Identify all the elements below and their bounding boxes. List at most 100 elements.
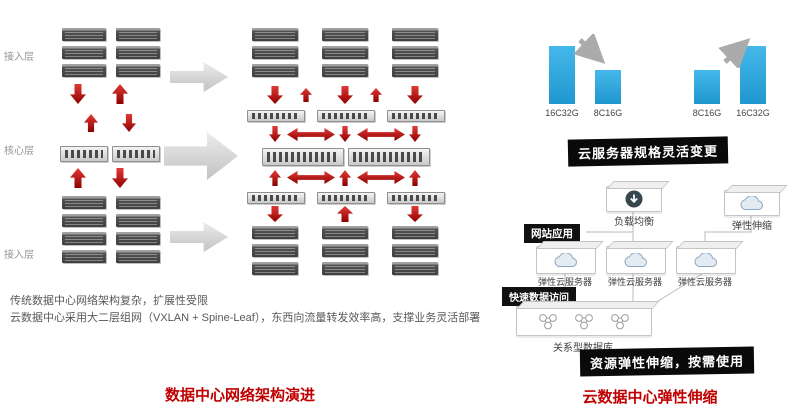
evolution-arrow-icon: [170, 222, 228, 252]
server-icon: [252, 64, 298, 77]
server-rack-grid: [62, 196, 160, 263]
red-arrow-down-icon: [267, 86, 283, 104]
spec-bar: [595, 70, 621, 104]
red-arrow-up-icon: [300, 88, 312, 102]
ecs-label: 弹性云服务器: [537, 277, 592, 287]
layer-label: 接入层: [4, 52, 34, 63]
red-arrow-horizontal-icon: [287, 171, 335, 184]
layer-label: 核心层: [4, 146, 34, 157]
server-icon: [116, 196, 160, 209]
tor-switch-icon: [387, 192, 445, 204]
server-rack-grid: [252, 226, 438, 275]
red-arrow-up-icon: [339, 170, 351, 186]
server-icon: [392, 28, 438, 41]
server-icon: [252, 262, 298, 275]
red-arrow-down-icon: [409, 126, 421, 142]
core-switch-icon: [60, 146, 108, 162]
server-icon: [116, 46, 160, 59]
spec-bar-label: 16C32G: [545, 108, 579, 118]
red-arrow-down-icon: [407, 86, 423, 104]
load-balancer-box: [606, 186, 662, 212]
server-icon: [322, 262, 368, 275]
red-arrow-up-icon: [269, 170, 281, 186]
server-icon: [252, 46, 298, 59]
server-icon: [252, 244, 298, 257]
red-arrow-down-icon: [112, 168, 128, 188]
server-icon: [322, 64, 368, 77]
auto-scaling-label: 弹性伸缩: [732, 221, 772, 232]
server-icon: [322, 226, 368, 239]
red-arrow-down-icon: [337, 86, 353, 104]
note-line: 云数据中心采用大二层组网（VXLAN + Spine-Leaf），东西向流量转发…: [10, 312, 481, 324]
ecs-label: 弹性云服务器: [607, 277, 662, 287]
scale-up-arrow-icon: [718, 38, 751, 68]
database-platform: [516, 306, 652, 336]
server-icon: [392, 46, 438, 59]
core-switch-icon: [112, 146, 160, 162]
red-arrow-horizontal-icon: [357, 171, 405, 184]
red-arrow-up-icon: [337, 206, 353, 222]
spec-bar-label: 8C16G: [692, 108, 722, 118]
server-icon: [116, 214, 160, 227]
tor-switch-icon: [247, 192, 305, 204]
red-arrow-down-icon: [407, 206, 423, 222]
red-arrow-down-icon: [267, 206, 283, 222]
server-icon: [392, 244, 438, 257]
red-arrow-horizontal-icon: [357, 128, 405, 141]
database-cluster-icon: [539, 313, 557, 329]
tor-switch-icon: [387, 110, 445, 122]
server-icon: [252, 28, 298, 41]
ecs-box: [536, 246, 596, 274]
server-icon: [392, 64, 438, 77]
cloud-icon: [624, 252, 647, 267]
red-arrow-up-icon: [409, 170, 421, 186]
red-arrow-down-icon: [70, 84, 86, 104]
core-switch-icon: [262, 148, 344, 166]
red-arrow-up-icon: [84, 114, 98, 132]
red-arrow-up-icon: [70, 168, 86, 188]
spec-bar-label: 16C32G: [736, 108, 770, 118]
red-arrow-down-icon: [339, 126, 351, 142]
server-icon: [322, 244, 368, 257]
server-icon: [62, 250, 106, 263]
cloud-icon: [740, 195, 763, 210]
cloud-icon: [694, 252, 717, 267]
server-icon: [62, 64, 106, 77]
server-icon: [62, 214, 106, 227]
highlight-banner-top: 云服务器规格灵活变更: [567, 136, 729, 167]
load-balancer-icon: [625, 190, 643, 208]
server-rack-grid: [62, 28, 160, 77]
left-diagram-caption: 数据中心网络架构演进: [164, 387, 315, 404]
core-switch-icon: [348, 148, 430, 166]
highlight-banner-bottom: 资源弹性伸缩，按需使用: [579, 346, 755, 377]
server-icon: [392, 262, 438, 275]
server-icon: [116, 64, 160, 77]
auto-scaling-box: [724, 190, 780, 216]
spec-bar: [694, 70, 720, 104]
right-diagram-caption: 云数据中心弹性伸缩: [582, 389, 718, 406]
database-cluster-icon: [611, 313, 629, 329]
red-arrow-horizontal-icon: [287, 128, 335, 141]
server-icon: [116, 28, 160, 41]
evolution-arrow-icon: [164, 132, 238, 180]
ecs-box: [606, 246, 666, 274]
cloud-icon: [554, 252, 577, 267]
scale-down-arrow-icon: [573, 34, 606, 64]
server-icon: [252, 226, 298, 239]
ecs-label: 弹性云服务器: [677, 277, 732, 287]
server-icon: [322, 46, 368, 59]
server-icon: [62, 196, 106, 209]
server-icon: [62, 46, 106, 59]
database-cluster-icon: [575, 313, 593, 329]
server-icon: [322, 28, 368, 41]
server-icon: [116, 232, 160, 245]
red-arrow-down-icon: [122, 114, 136, 132]
red-arrow-down-icon: [269, 126, 281, 142]
spec-bar: [549, 46, 575, 104]
web-app-tag: 网站应用: [524, 224, 580, 243]
server-rack-grid: [252, 28, 438, 77]
red-arrow-up-icon: [370, 88, 382, 102]
tor-switch-icon: [317, 110, 375, 122]
red-arrow-up-icon: [112, 84, 128, 104]
